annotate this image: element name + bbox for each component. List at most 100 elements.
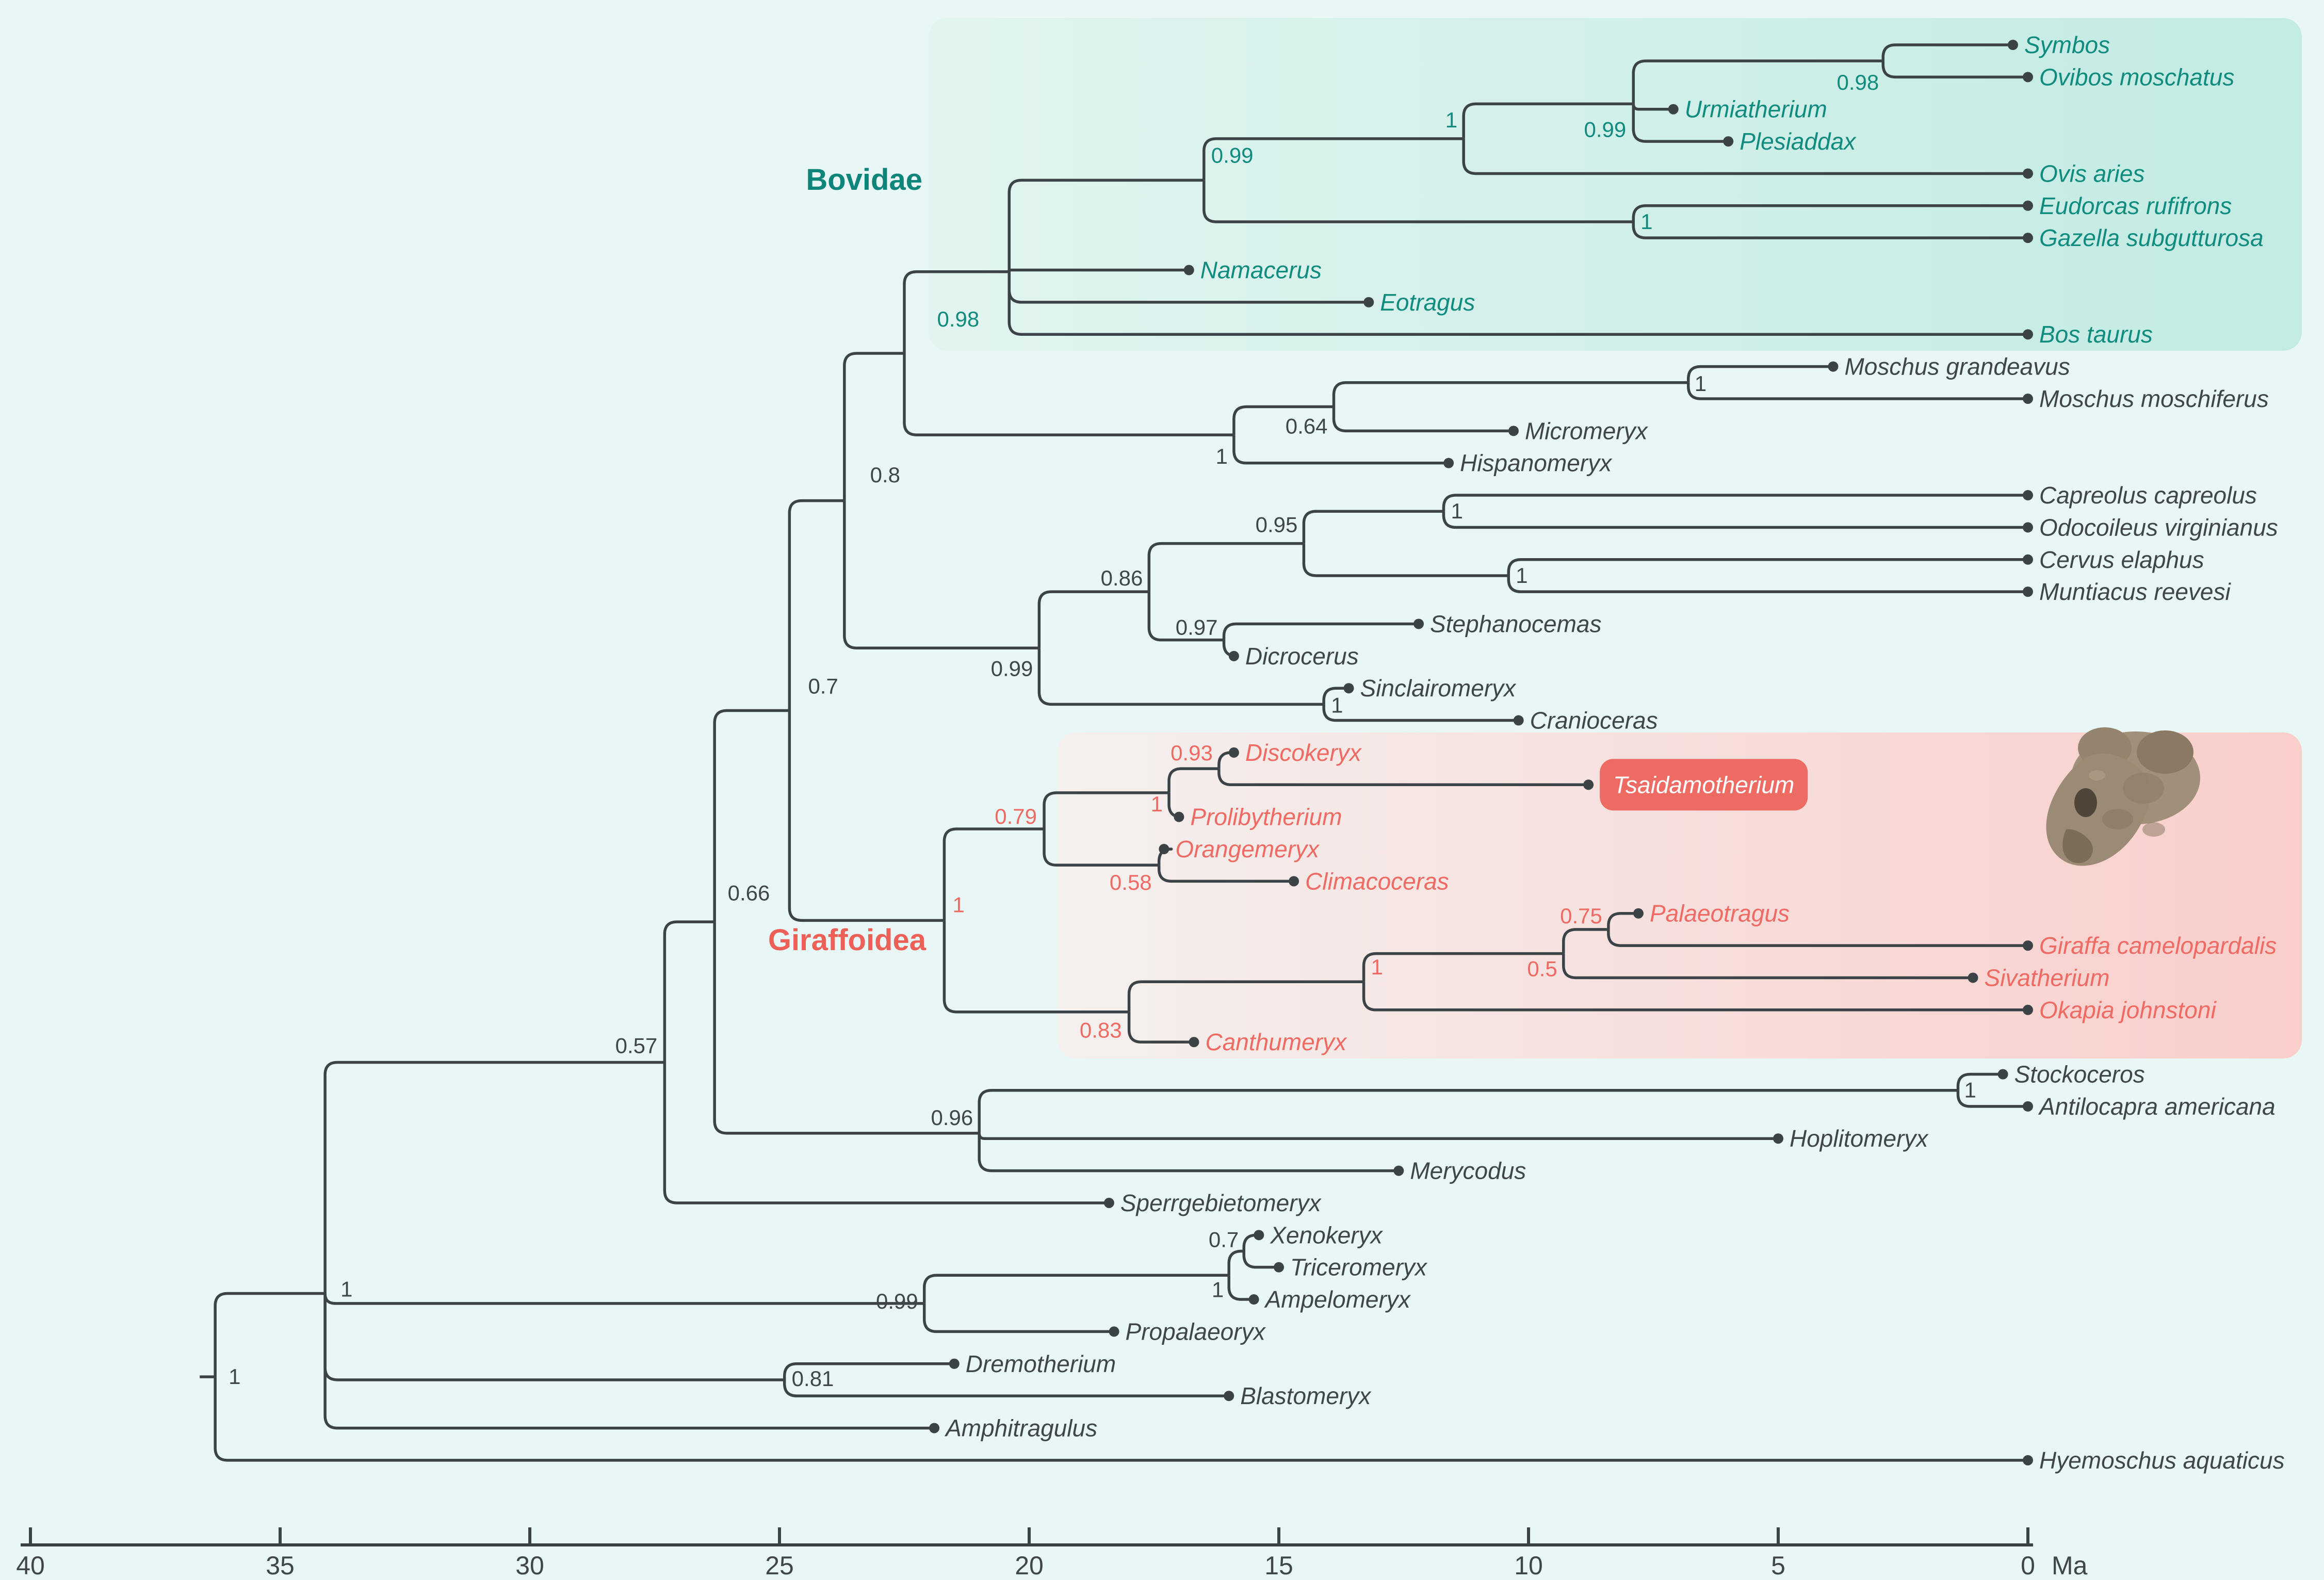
tip-label: Sinclairomeryx [1360, 675, 1517, 702]
clade-box-bovidae [929, 18, 2302, 351]
support-label: 0.96 [931, 1105, 973, 1130]
branch [788, 710, 945, 922]
tip-dot [1254, 1230, 1264, 1241]
support-label: 1 [1216, 444, 1228, 468]
tip-label: Eotragus [1380, 289, 1475, 316]
branch [1043, 791, 1169, 829]
axis-tick-label: 15 [1264, 1551, 1293, 1580]
axis-tick-label: 30 [515, 1551, 544, 1580]
support-labels-layer: 0.980.99110.990.9810.6410.8110.950.970.8… [229, 70, 1976, 1391]
branch [783, 1362, 950, 1380]
branch [942, 827, 1045, 921]
tip-label: Sperrgebietomeryx [1120, 1190, 1322, 1216]
branch [1632, 59, 1883, 104]
tsaidamotherium-skull-image [2046, 727, 2200, 866]
tip-label: Capreolus capreolus [2039, 482, 2257, 509]
tip-label: Gazella subgutturosa [2039, 224, 2264, 251]
tip-label: Sivatherium [1985, 964, 2110, 991]
support-label: 0.58 [1110, 870, 1152, 894]
tip-dot [1413, 618, 1424, 629]
branch [1302, 543, 1509, 577]
support-label: 0.66 [728, 881, 770, 905]
tip-label: Dremotherium [966, 1350, 1116, 1377]
branch [1507, 575, 2024, 593]
branch [1302, 510, 1444, 544]
tip-dot [1583, 779, 1594, 790]
branch [1202, 137, 1464, 181]
branch [942, 920, 1129, 1014]
support-label: 0.75 [1560, 904, 1602, 928]
support-label: 0.99 [991, 656, 1033, 680]
branch [1607, 911, 1634, 930]
tip-label: Odocoileus virginianus [2039, 514, 2278, 541]
axis-tick-label: 25 [765, 1551, 794, 1580]
axis-unit-label: Ma [2052, 1551, 2088, 1580]
branch [1322, 704, 1515, 722]
tip-label: Ampelomeryx [1264, 1286, 1411, 1313]
support-label: 0.98 [1837, 70, 1879, 94]
tip-label: Orangemeryx [1175, 836, 1320, 862]
axis-tick-label: 10 [1514, 1551, 1543, 1580]
tip-label: Prolibytherium [1190, 804, 1342, 830]
branch [1881, 43, 2009, 61]
tip-label: Stockoceros [2014, 1061, 2145, 1088]
tip-label: Discokeryx [1245, 739, 1362, 766]
support-label: 0.93 [1171, 741, 1213, 765]
tip-label: Urmiatherium [1685, 96, 1827, 123]
tip-label: Bos taurus [2039, 321, 2153, 348]
branch [978, 1133, 1395, 1172]
tip-dot [2023, 522, 2033, 533]
tip-label: Propalaeoryx [1126, 1318, 1266, 1345]
branch [1127, 1012, 1190, 1044]
tip-label: Xenokeryx [1270, 1221, 1383, 1248]
axis-tick-label: 20 [1015, 1551, 1044, 1580]
branch [1332, 381, 1688, 407]
support-label: 1 [1695, 371, 1707, 396]
branch [1687, 365, 1829, 383]
tip-label: Eudorcas rufifrons [2039, 192, 2232, 219]
support-label: 1 [340, 1277, 352, 1301]
tip-dot [2007, 40, 2018, 50]
tip-dot [949, 1358, 960, 1369]
tip-dot [1274, 1262, 1284, 1273]
tip-dot [1159, 844, 1169, 854]
branch [1956, 1090, 2024, 1108]
tip-label: Namacerus [1200, 257, 1322, 284]
tip-dot [1773, 1133, 1783, 1144]
branch [1127, 980, 1364, 1012]
tip-dot [1723, 136, 1734, 147]
branch [323, 1293, 785, 1381]
tip-dot [2023, 940, 2033, 951]
tip-dot [1343, 683, 1354, 694]
branch [1562, 928, 1608, 954]
tip-label: Antilocapra americana [2038, 1093, 2276, 1120]
support-label: 0.99 [1584, 117, 1627, 141]
branch [1881, 61, 2024, 79]
support-label: 1 [229, 1364, 240, 1389]
tip-dot [2023, 233, 2033, 243]
clade-heading-bovidae: Bovidae [806, 163, 922, 197]
clade-heading-giraffoidea: Giraffoidea [768, 923, 927, 957]
tip-dot [1513, 715, 1524, 726]
tip-dot [2023, 393, 2033, 404]
branch [1147, 592, 1224, 642]
support-label: 0.7 [1209, 1228, 1239, 1252]
branch [978, 1133, 1774, 1140]
branch [1227, 1275, 1250, 1301]
branch [1222, 622, 1415, 640]
branch [1332, 406, 1509, 433]
tip-dot [2023, 200, 2033, 211]
tip-label: Tsaidamotherium [1613, 771, 1794, 798]
tip-label: Canthumeryx [1205, 1029, 1347, 1055]
tip-dot [1183, 265, 1194, 275]
support-label: 1 [1451, 499, 1462, 523]
tip-label: Climacoceras [1305, 868, 1449, 894]
branch [1202, 180, 1634, 223]
tip-dot [2023, 1004, 2033, 1015]
support-label: 0.7 [808, 674, 838, 698]
support-label: 0.97 [1176, 615, 1218, 640]
tip-dot [1224, 1391, 1234, 1402]
support-label: 0.86 [1101, 566, 1143, 590]
branch [1232, 405, 1334, 435]
